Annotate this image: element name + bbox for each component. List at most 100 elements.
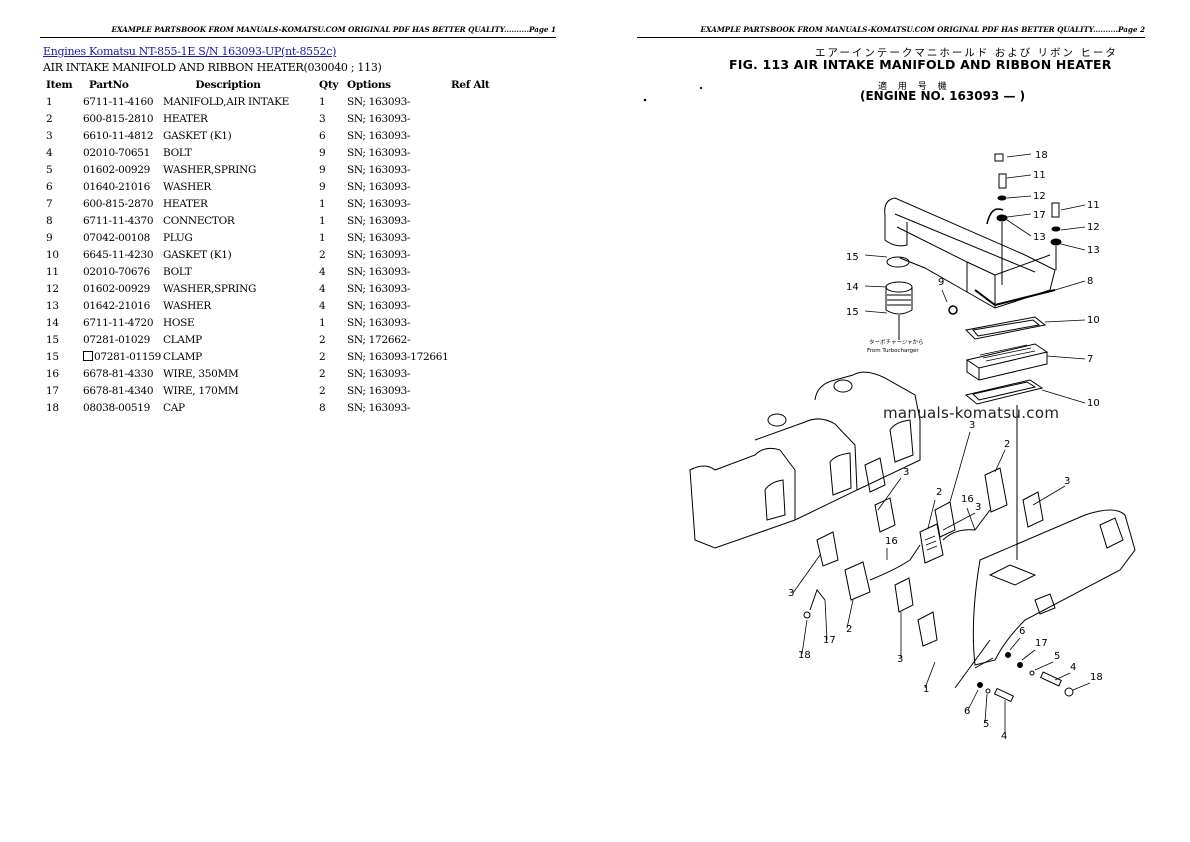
exploded-parts-diagram: 1811121713111213815141591071032332161633…: [643, 86, 1136, 742]
callout-number: 13: [1087, 245, 1100, 256]
partno-cell: 6610-11-4812: [83, 127, 163, 144]
qty-cell: 4: [319, 280, 341, 297]
ref-alt-cell: [451, 161, 511, 178]
item-cell-text: 16: [46, 367, 59, 380]
qty-cell-text: 2: [319, 384, 326, 397]
partno-cell: 600-815-2810: [83, 110, 163, 127]
engine-model-link[interactable]: Engines Komatsu NT-855-1E S/N 163093-UP(…: [43, 45, 337, 58]
cylinder-head-blocks: [689, 371, 921, 549]
description-cell: MANIFOLD,AIR INTAKE: [163, 93, 319, 110]
description-cell-text: PLUG: [163, 231, 193, 244]
partno-cell-text: 6711-11-4370: [83, 214, 154, 227]
callout-number: 12: [1087, 222, 1100, 233]
partno-cell-text: 07281-01029: [83, 333, 151, 346]
gaskets: [816, 457, 1044, 647]
partno-cell-text: 02010-70676: [83, 265, 151, 278]
item-cell: 14: [46, 314, 83, 331]
item-cell-text: 5: [46, 163, 53, 176]
item-cell: 5: [46, 161, 83, 178]
callout-number: 3: [897, 654, 903, 665]
partno-cell-text: 07281-01159: [94, 350, 162, 363]
qty-cell: 9: [319, 144, 341, 161]
bottom-fasteners: [803, 588, 1074, 703]
partno-cell-text: 01602-00929: [83, 163, 151, 176]
description-cell: WASHER: [163, 297, 319, 314]
qty-cell-text: 8: [319, 401, 326, 414]
options-cell: SN; 163093-: [341, 229, 451, 246]
callout-number: 2: [936, 487, 942, 498]
partno-cell-text: 6711-11-4160: [83, 95, 154, 108]
item-cell: 3: [46, 127, 83, 144]
description-cell-text: WIRE, 170MM: [163, 384, 239, 397]
col-description: Description: [195, 79, 261, 91]
partno-cell-text: 6610-11-4812: [83, 129, 154, 142]
callout-number: 3: [975, 502, 981, 513]
header-divider: [637, 37, 1145, 38]
callout-number: 16: [961, 494, 974, 505]
qty-cell-text: 1: [319, 95, 326, 108]
callout-number: 18: [798, 650, 811, 661]
qty-cell: 6: [319, 127, 341, 144]
options-cell: SN; 163093-: [341, 178, 451, 195]
description-cell-text: CLAMP: [163, 333, 202, 346]
top-fasteners: [986, 153, 1062, 285]
options-cell: SN; 163093-: [341, 382, 451, 399]
description-cell: WASHER,SPRING: [163, 161, 319, 178]
callout-number: 9: [938, 277, 944, 288]
callout-number: 12: [1033, 191, 1046, 202]
hose-shape: [885, 256, 913, 340]
turbo-note-japanese: ターボチャージャから: [869, 338, 924, 346]
item-cell-text: 17: [46, 384, 59, 397]
callout-number: 5: [983, 719, 989, 730]
qty-cell: 9: [319, 161, 341, 178]
ref-alt-cell: [451, 195, 511, 212]
description-cell-text: CLAMP: [163, 350, 202, 363]
description-cell: PLUG: [163, 229, 319, 246]
options-cell-text: SN; 163093-: [347, 180, 411, 193]
item-cell-text: 15: [46, 333, 59, 346]
item-cell: 7: [46, 195, 83, 212]
callout-number: 15: [846, 252, 859, 263]
item-cell: 9: [46, 229, 83, 246]
parts-table: Item PartNo Description Qty Options Ref …: [46, 77, 511, 416]
callout-number: 10: [1087, 398, 1100, 409]
col-ref-alt: Ref Alt: [451, 79, 490, 91]
callout-number: 8: [1087, 276, 1093, 287]
description-cell: CLAMP: [163, 331, 319, 348]
callout-number: 17: [1035, 638, 1048, 649]
ref-alt-cell: [451, 263, 511, 280]
checkbox-marker-icon: [83, 350, 93, 361]
item-cell-text: 13: [46, 299, 59, 312]
partno-cell-text: 01640-21016: [83, 180, 151, 193]
ref-alt-cell: [451, 314, 511, 331]
partno-cell-text: 6711-11-4720: [83, 316, 154, 329]
options-cell: SN; 163093-: [341, 314, 451, 331]
callout-number: 3: [1064, 476, 1070, 487]
item-cell: 17: [46, 382, 83, 399]
qty-cell: 3: [319, 110, 341, 127]
item-cell: 11: [46, 263, 83, 280]
item-cell-text: 4: [46, 146, 53, 159]
ref-alt-cell: [451, 229, 511, 246]
item-cell-text: 18: [46, 401, 59, 414]
col-qty: Qty: [319, 79, 339, 91]
item-cell: 8: [46, 212, 83, 229]
item-cell: 13: [46, 297, 83, 314]
options-cell-text: SN; 163093-: [347, 146, 411, 159]
partno-cell: 01640-21016: [83, 178, 163, 195]
page-header-watermark: EXAMPLE PARTSBOOK FROM MANUALS-KOMATSU.C…: [111, 25, 556, 34]
applicable-label-japanese: 適 用 号 機: [878, 82, 951, 92]
qty-cell: 8: [319, 399, 341, 416]
header-divider: [40, 37, 556, 38]
